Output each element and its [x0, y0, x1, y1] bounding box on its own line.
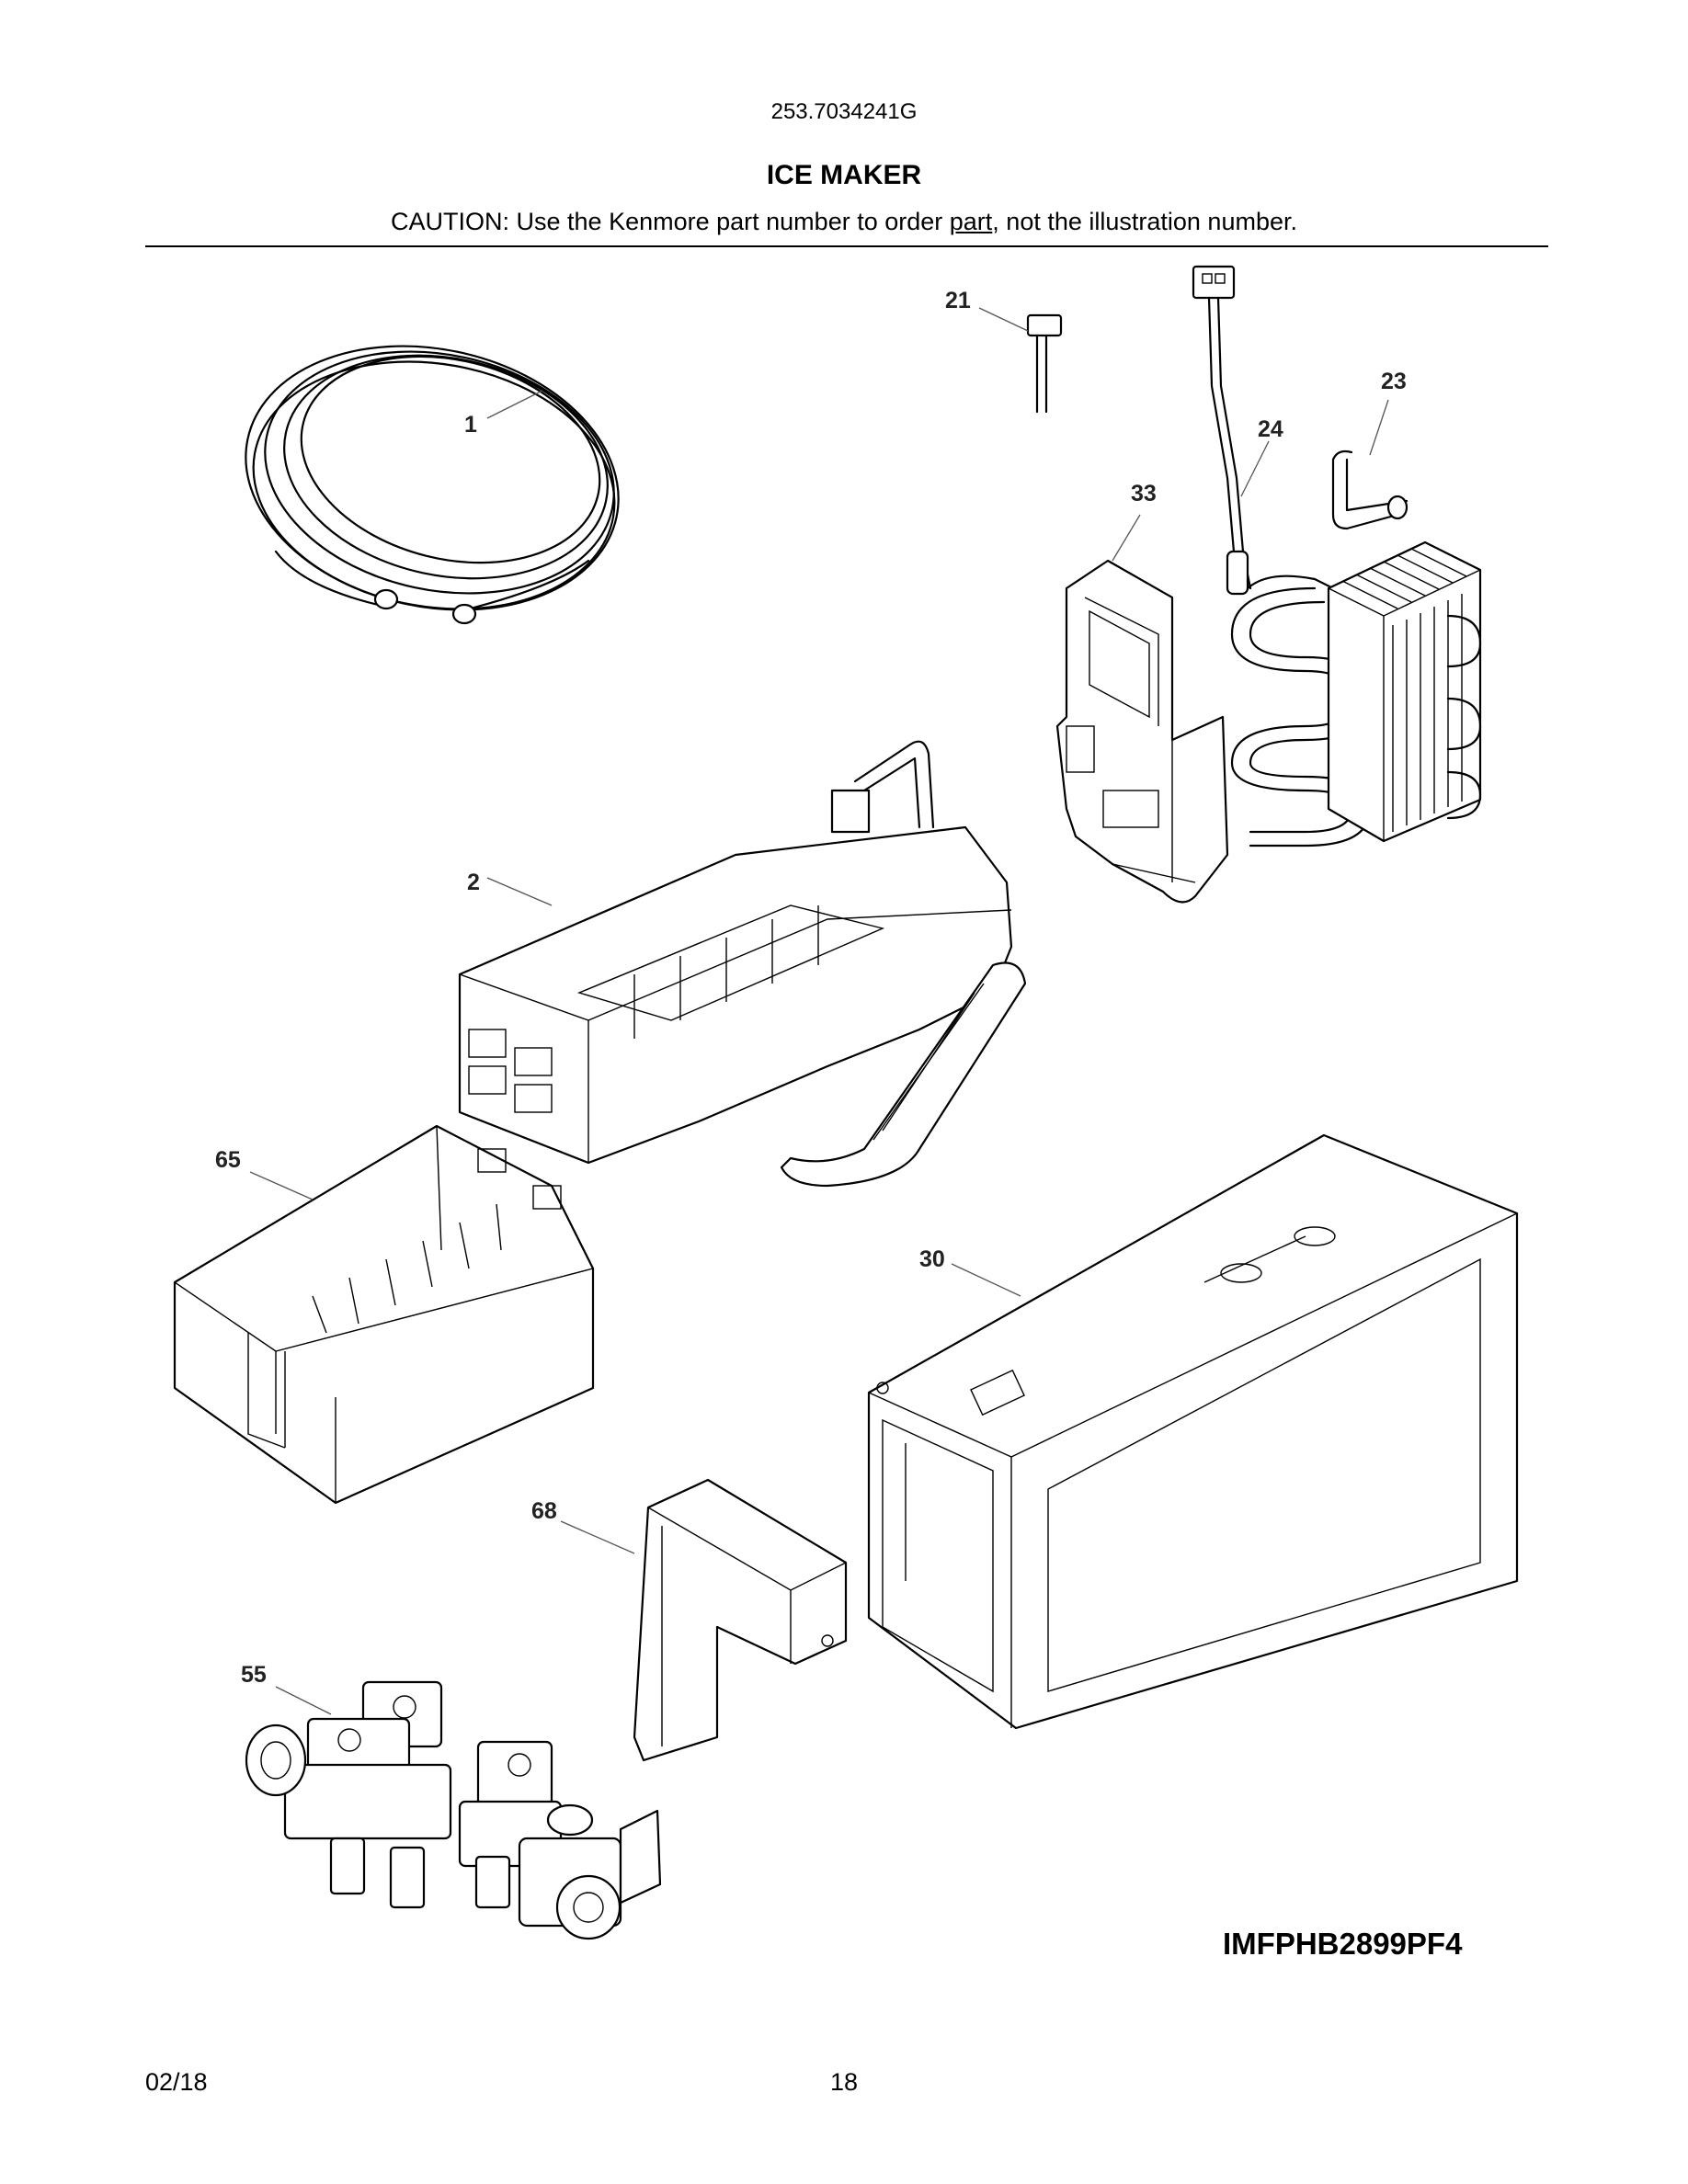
callout-65: 65 [215, 1147, 241, 1173]
part-33-ice-maker-cover[interactable] [1055, 559, 1229, 904]
callout-1: 1 [464, 412, 477, 438]
section-title: ICE MAKER [766, 160, 922, 190]
callout-55: 55 [241, 1662, 267, 1688]
callout-33: 33 [1131, 481, 1157, 506]
caution-part-link[interactable]: part [949, 208, 993, 235]
callout-2: 2 [467, 870, 480, 895]
callout-leaders [249, 307, 1389, 1715]
callout-21: 21 [945, 288, 971, 313]
caution-suffix: , not the illustration number. [992, 208, 1297, 235]
diagram-code: IMFPHB2899PF4 [1223, 1927, 1463, 1961]
callout-24: 24 [1258, 416, 1283, 442]
part-55-water-valve[interactable] [245, 1680, 662, 1940]
caution-prefix: CAUTION: Use the Kenmore part number to … [391, 208, 950, 235]
part-21-thermistor[interactable] [1026, 313, 1063, 414]
part-30-ice-container[interactable] [867, 1133, 1519, 1730]
callout-68: 68 [531, 1498, 557, 1524]
callout-23: 23 [1381, 369, 1407, 394]
part-65-ice-bucket[interactable] [173, 1124, 595, 1505]
model-number: 253.7034241G [770, 99, 918, 124]
part-1-tubing[interactable] [221, 313, 643, 643]
part-2-ice-maker[interactable] [458, 740, 1027, 1188]
part-24-wire-harness[interactable] [1192, 265, 1252, 596]
callout-30: 30 [919, 1246, 945, 1272]
footer-date: 02/18 [145, 2068, 208, 2096]
callout-labels: 1 2 21 23 24 30 33 55 65 68 [215, 288, 1407, 1688]
part-23-heater-assembly[interactable] [1230, 449, 1482, 847]
caution-note: CAUTION: Use the Kenmore part number to … [0, 208, 1688, 236]
part-68-ice-chute[interactable] [633, 1478, 848, 1762]
page-number: 18 [829, 2068, 859, 2096]
header-divider [145, 245, 1548, 247]
